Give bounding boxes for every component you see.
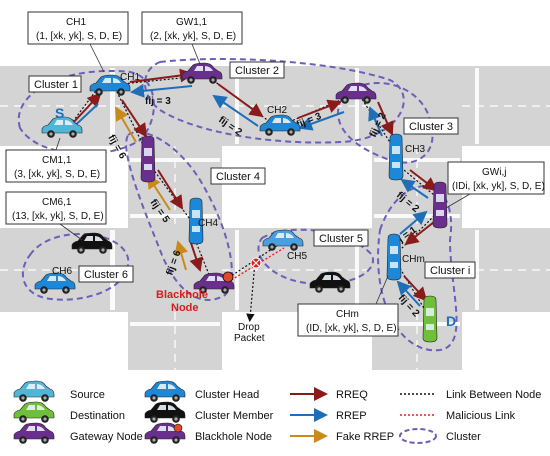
- cluster-5-boundary: [257, 228, 375, 286]
- gateway-vehicle-3: [140, 135, 156, 183]
- drop-label-line2: Packet: [234, 333, 265, 344]
- ch5-label: CH5: [287, 251, 307, 262]
- legend-link: Link Between Node: [446, 389, 541, 401]
- cluster-3-boundary: [337, 82, 434, 164]
- svg-text:CM1,1: CM1,1: [42, 155, 72, 166]
- gwij-vehicle: [432, 181, 448, 229]
- legend-cluster: Cluster: [446, 431, 481, 443]
- svg-text:CHm: CHm: [336, 309, 359, 320]
- svg-text:CM6,1: CM6,1: [42, 197, 72, 208]
- drop-label-line1: Drop: [238, 322, 260, 333]
- ch6-label: CH6: [52, 266, 72, 277]
- svg-text:(3, [xk, yk], S, D, E): (3, [xk, yk], S, D, E): [14, 169, 100, 180]
- cluster-i-label: Cluster i: [430, 265, 470, 277]
- legend-rrep: RREP: [336, 410, 367, 422]
- chm-label: CHm: [402, 254, 425, 265]
- cluster-6-label: Cluster 6: [84, 269, 128, 281]
- legend-fake-rrep: Fake RREP: [336, 431, 394, 443]
- legend-destination: Destination: [70, 410, 125, 422]
- cluster-4-boundary: [125, 131, 233, 301]
- legend-cluster-head: Cluster Head: [195, 389, 259, 401]
- callout-cm61: CM6,1 (13, [xk, yk], S, D, E): [5, 191, 107, 241]
- cluster-6-boundary: [22, 233, 130, 301]
- legend-blackhole: Blackhole Node: [195, 431, 272, 443]
- destination-label: D: [446, 313, 456, 329]
- legend-source: Source: [70, 389, 105, 401]
- blackhole-bomb-icon: [222, 271, 234, 283]
- destination-vehicle: [422, 295, 438, 343]
- svg-text:(IDi, [xk, yk], S, D, E): (IDi, [xk, yk], S, D, E): [452, 181, 545, 192]
- ch1-label: CH1: [120, 72, 140, 83]
- callout-gw11: GW1,1 (2, [xk, yk], S, D, E): [141, 11, 243, 65]
- callout-cm11: CM1,1 (3, [xk, yk], S, D, E): [5, 137, 107, 183]
- legend-source-icon: [13, 380, 55, 403]
- legend-cluster-member: Cluster Member: [195, 410, 274, 422]
- cluster-2-boundary: [144, 58, 405, 144]
- legend-malicious: Malicious Link: [446, 410, 516, 422]
- callout-ch1: CH1 (1, [xk, yk], S, D, E): [27, 11, 129, 73]
- callout-gwij: GWi,j (IDi, [xk, yk], S, D, E): [445, 161, 545, 209]
- svg-text:(13, [xk, yk], S, D, E): (13, [xk, yk], S, D, E): [12, 211, 104, 222]
- legend-rreq: RREQ: [336, 389, 368, 401]
- svg-text:GWi,j: GWi,j: [482, 167, 506, 178]
- callout-chm: CHm (ID, [xk, yk], S, D, E): [297, 275, 399, 337]
- edge-label-1: fij = 3: [145, 96, 171, 107]
- legend-destination-icon: [13, 401, 55, 424]
- vehicles: [34, 62, 448, 343]
- ch2-label: CH2: [267, 105, 287, 116]
- svg-text:(ID, [xk, yk], S, D, E): (ID, [xk, yk], S, D, E): [306, 323, 397, 334]
- cluster-1-label: Cluster 1: [34, 79, 78, 91]
- ch4-label: CH4: [198, 218, 218, 229]
- blackhole-label-line2: Node: [171, 302, 199, 314]
- cluster-3-label: Cluster 3: [409, 121, 453, 133]
- ch3-vehicle: [388, 133, 404, 181]
- cluster-4-label: Cluster 4: [216, 171, 260, 183]
- cluster-2-label: Cluster 2: [235, 65, 279, 77]
- legend-gateway-icon: [13, 422, 55, 445]
- blackhole-label-line1: Blackhole: [156, 289, 208, 301]
- legend-cluster-head-icon: [144, 380, 186, 403]
- legend: Source Destination Gateway Node Cluster …: [13, 380, 541, 445]
- svg-text:(1, [xk, yk], S, D, E): (1, [xk, yk], S, D, E): [36, 31, 122, 42]
- legend-cluster-icon: [399, 428, 437, 444]
- rrep-arrows: [66, 83, 429, 307]
- chm-vehicle: [386, 233, 402, 281]
- svg-text:(2, [xk, yk], S, D, E): (2, [xk, yk], S, D, E): [150, 31, 236, 42]
- legend-cluster-member-icon: [144, 401, 186, 424]
- ch3-label: CH3: [405, 144, 425, 155]
- cluster-5-label: Cluster 5: [319, 233, 363, 245]
- legend-gateway: Gateway Node: [70, 431, 143, 443]
- source-label: S: [55, 105, 64, 121]
- rreq-arrows: [71, 68, 438, 302]
- drop-packet-link: [246, 261, 256, 323]
- svg-text:CH1: CH1: [66, 17, 86, 28]
- svg-text:GW1,1: GW1,1: [176, 17, 208, 28]
